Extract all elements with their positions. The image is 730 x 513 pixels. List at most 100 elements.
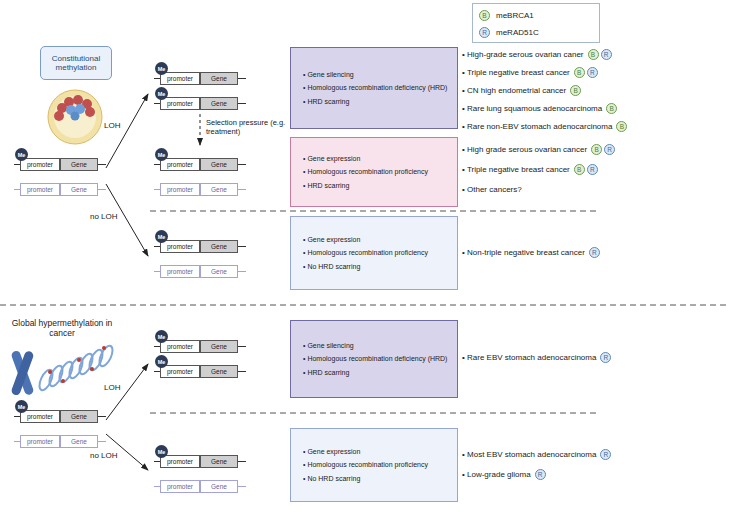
gene-badge: R — [601, 49, 612, 60]
chromosome-illustration — [10, 344, 115, 396]
cell — [54, 111, 64, 121]
node-text: Gene — [211, 186, 227, 193]
bullet-item: • HRD scarring — [303, 97, 451, 106]
bullet-item: • Homologous recombination deficiency (H… — [303, 83, 451, 92]
node-text: Constitutional methylation — [43, 54, 109, 72]
legend-row: BmeBRCA1 — [479, 10, 534, 21]
node-text: B — [594, 146, 598, 153]
bullet-item: • HRD scarring — [303, 368, 451, 377]
dashed-separator — [0, 305, 730, 306]
node-text: R — [604, 51, 609, 58]
node-text: promoter — [27, 161, 53, 168]
outcome-box: • Gene silencing • Homologous recombinati… — [290, 47, 458, 129]
bullet-item: • Homologous recombination proficiency — [303, 460, 451, 469]
node-text: promoter — [167, 368, 193, 375]
gene-badge: R — [589, 247, 600, 258]
promoter-box: promoter — [160, 455, 200, 468]
group-label-box: Constitutional methylation — [40, 46, 112, 80]
gene-box: Gene — [200, 480, 238, 493]
node-text: R — [590, 166, 595, 173]
gene-box: Gene — [200, 240, 238, 253]
gene-badge: B — [591, 144, 602, 155]
arrows — [106, 94, 200, 470]
node-text: promoter — [167, 75, 193, 82]
methyl-dot — [90, 367, 94, 371]
cell — [73, 95, 83, 105]
node-text: R — [592, 249, 597, 256]
node-text: Me — [158, 66, 166, 72]
methyl-dot — [48, 370, 52, 374]
bullet-item: • No HRD scarring — [303, 262, 451, 271]
chromatid — [10, 350, 34, 396]
legend-box: BmeBRCA1RmeRAD51C — [472, 3, 600, 43]
gene-box: Gene — [200, 72, 238, 85]
gene-box: Gene — [60, 183, 98, 196]
inner-cell — [71, 112, 80, 121]
promoter-box: promoter — [20, 183, 60, 196]
promoter-box: promoter — [20, 435, 60, 448]
node-text: Me — [158, 152, 166, 158]
node-text: Gene — [71, 186, 87, 193]
gene-box: Gene — [200, 265, 238, 278]
legend-letter: B — [482, 12, 486, 19]
legend-letter: R — [482, 29, 487, 36]
legend-text: meRAD51C — [496, 28, 539, 37]
gene-badge: B — [588, 49, 599, 60]
gene-badge: R — [600, 352, 611, 363]
node-text: promoter — [27, 186, 53, 193]
node-text: R — [604, 354, 609, 361]
bullet-item: • Gene expression — [303, 154, 451, 163]
node-text: promoter — [167, 268, 193, 275]
gene-box: Gene — [200, 455, 238, 468]
node-text: B — [620, 123, 624, 130]
promoter-box: promoter — [20, 158, 60, 171]
node-text: Me — [158, 334, 166, 340]
arrow-label: LOH — [104, 383, 120, 393]
promoter-box: promoter — [160, 340, 200, 353]
gene-box: Gene — [60, 435, 98, 448]
legend-text: meBRCA1 — [496, 11, 534, 20]
bullet-item: • Homologous recombination proficiency — [303, 167, 451, 176]
gene-badge: R — [587, 67, 598, 78]
node-text: Gene — [211, 368, 227, 375]
gene-badge: R — [587, 164, 598, 175]
cancer-item: • CN high endometrial cancer — [462, 86, 566, 96]
node-text: Me — [18, 404, 26, 410]
bullet-item: • Gene silencing — [303, 70, 451, 79]
methyl-dot — [61, 379, 65, 383]
node-text: promoter — [167, 343, 193, 350]
arrow-label: no LOH — [90, 451, 118, 461]
gene-badge: B — [616, 121, 627, 132]
node-text: Gene — [71, 161, 87, 168]
node-text: B — [577, 69, 581, 76]
node-text: B — [574, 87, 578, 94]
gene-badge: B — [574, 67, 585, 78]
methyl-dot — [102, 346, 106, 350]
bullet-item: • HRD scarring — [303, 181, 451, 190]
node-text: Me — [158, 234, 166, 240]
gene-badge: R — [535, 469, 546, 480]
cancer-item: • Other cancers? — [462, 185, 522, 195]
node-text: promoter — [167, 458, 193, 465]
methylation-mark: Me — [155, 148, 168, 161]
legend-swatch: B — [479, 10, 490, 21]
legend-swatch: R — [479, 27, 490, 38]
promoter-box: promoter — [160, 265, 200, 278]
node-text: B — [591, 51, 595, 58]
outcome-box: • Gene expression • Homologous recombinat… — [290, 137, 458, 207]
node-text: promoter — [167, 100, 193, 107]
methylation-mark: Me — [155, 62, 168, 75]
node-text: R — [538, 471, 543, 478]
outcome-box: • Gene expression• Homologous recombinat… — [290, 216, 458, 290]
cancer-item: • Low-grade glioma — [462, 470, 531, 480]
gene-badge: R — [604, 144, 615, 155]
node-text: Me — [158, 91, 166, 97]
node-text: Me — [158, 449, 166, 455]
gene-badge: B — [606, 103, 617, 114]
gene-badge: R — [600, 449, 611, 460]
legend-row: RmeRAD51C — [479, 27, 539, 38]
gene-badge: B — [570, 85, 581, 96]
cancer-item: • High grade serous ovarian cancer — [462, 145, 587, 155]
promoter-box: promoter — [160, 158, 200, 171]
